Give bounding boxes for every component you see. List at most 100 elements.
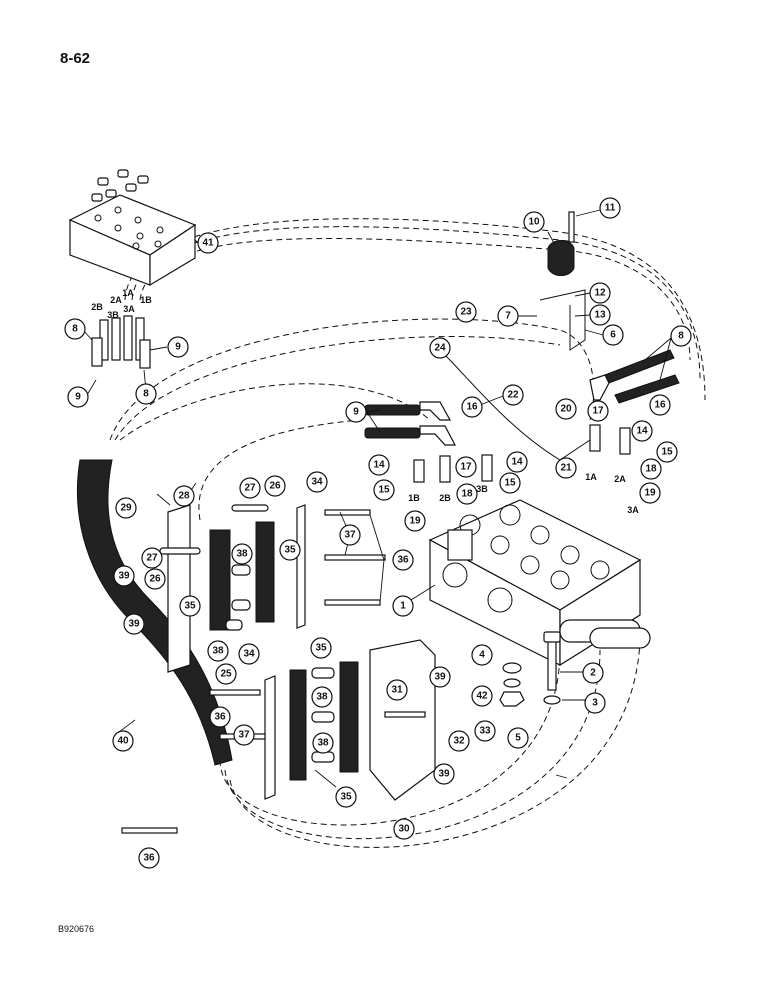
port-label: 2B <box>91 302 103 312</box>
port-label: 2A <box>614 474 626 484</box>
svg-text:9: 9 <box>353 407 359 418</box>
callout: 9 <box>167 336 189 358</box>
clamp-screw <box>568 211 575 243</box>
svg-text:35: 35 <box>284 545 296 556</box>
svg-text:25: 25 <box>220 669 232 680</box>
svg-text:38: 38 <box>316 692 328 703</box>
svg-text:39: 39 <box>118 571 130 582</box>
svg-text:9: 9 <box>175 342 181 353</box>
manifold-block <box>68 169 197 287</box>
callout: 21 <box>555 457 577 479</box>
svg-text:8: 8 <box>678 331 684 342</box>
svg-text:28: 28 <box>178 491 190 502</box>
valve-mounting-hardware <box>499 631 561 707</box>
svg-text:19: 19 <box>644 488 656 499</box>
svg-text:26: 26 <box>269 481 281 492</box>
callout: 34 <box>306 471 328 493</box>
callout: 14 <box>506 451 528 473</box>
port-adapters <box>413 424 631 483</box>
callout: 15 <box>499 472 521 494</box>
callout: 12 <box>589 282 611 304</box>
callout: 18 <box>456 483 478 505</box>
callout: 34 <box>238 643 260 665</box>
callout: 2 <box>582 662 604 684</box>
svg-text:21: 21 <box>560 463 572 474</box>
svg-text:7: 7 <box>505 311 511 322</box>
svg-text:38: 38 <box>212 646 224 657</box>
svg-text:17: 17 <box>592 406 604 417</box>
svg-text:39: 39 <box>438 769 450 780</box>
callout: 35 <box>335 786 357 808</box>
svg-text:38: 38 <box>317 738 329 749</box>
callout: 36 <box>209 706 231 728</box>
svg-text:4: 4 <box>479 650 485 661</box>
svg-text:8: 8 <box>143 389 149 400</box>
callout: 19 <box>404 510 426 532</box>
callout: 20 <box>555 398 577 420</box>
callout: 23 <box>455 301 477 323</box>
svg-text:40: 40 <box>117 736 129 747</box>
callout: 38 <box>311 686 333 708</box>
port-label: 1A <box>585 472 597 482</box>
callout: 6 <box>602 324 624 346</box>
callout: 5 <box>507 727 529 749</box>
svg-text:13: 13 <box>594 310 606 321</box>
port-label: 2B <box>439 493 451 503</box>
svg-text:36: 36 <box>214 712 226 723</box>
callout: 42 <box>471 685 493 707</box>
page-number: 8-62 <box>60 50 91 67</box>
callout: 39 <box>433 763 455 785</box>
callout: 8 <box>135 383 157 405</box>
svg-text:6: 6 <box>610 330 616 341</box>
mounting-bracket <box>539 289 586 351</box>
port-label: 3A <box>627 505 639 515</box>
svg-text:23: 23 <box>460 307 472 318</box>
svg-text:31: 31 <box>391 685 403 696</box>
svg-text:36: 36 <box>143 853 155 864</box>
svg-text:37: 37 <box>238 730 250 741</box>
callout: 3 <box>584 692 606 714</box>
callout: 26 <box>144 568 166 590</box>
svg-text:15: 15 <box>378 485 390 496</box>
callouts: 41 10 11 12 13 7 6 8 9 9 8 23 24 22 9 16… <box>64 197 692 869</box>
svg-text:27: 27 <box>244 483 256 494</box>
svg-text:19: 19 <box>409 516 421 527</box>
svg-text:10: 10 <box>528 217 540 228</box>
callout: 17 <box>455 456 477 478</box>
svg-text:36: 36 <box>397 555 409 566</box>
callout: 14 <box>631 420 653 442</box>
callout: 38 <box>312 732 334 754</box>
svg-text:8: 8 <box>72 324 78 335</box>
callout: 22 <box>502 384 524 406</box>
svg-text:35: 35 <box>340 792 352 803</box>
callout: 35 <box>310 637 332 659</box>
port-label: 1A <box>122 288 134 298</box>
left-clamp-plate-stack <box>159 504 306 673</box>
callout: 10 <box>523 211 545 233</box>
callout: 18 <box>640 458 662 480</box>
callout: 38 <box>231 543 253 565</box>
hose-sleeve <box>77 459 233 766</box>
svg-text:18: 18 <box>461 489 473 500</box>
callout: 9 <box>345 401 367 423</box>
callout: 15 <box>656 441 678 463</box>
callout: 19 <box>639 482 661 504</box>
callout: 8 <box>670 325 692 347</box>
manifold-fittings <box>91 315 151 369</box>
svg-text:27: 27 <box>146 553 158 564</box>
svg-text:12: 12 <box>594 288 606 299</box>
svg-text:14: 14 <box>636 426 648 437</box>
callout: 7 <box>497 305 519 327</box>
svg-text:34: 34 <box>311 477 323 488</box>
hose-clamp <box>547 240 575 276</box>
svg-text:14: 14 <box>511 457 523 468</box>
svg-text:30: 30 <box>398 824 410 835</box>
callout: 35 <box>279 539 301 561</box>
svg-text:41: 41 <box>202 238 214 249</box>
svg-text:34: 34 <box>243 649 255 660</box>
svg-text:35: 35 <box>184 601 196 612</box>
svg-text:35: 35 <box>315 643 327 654</box>
callout: 37 <box>233 724 255 746</box>
svg-text:15: 15 <box>661 447 673 458</box>
